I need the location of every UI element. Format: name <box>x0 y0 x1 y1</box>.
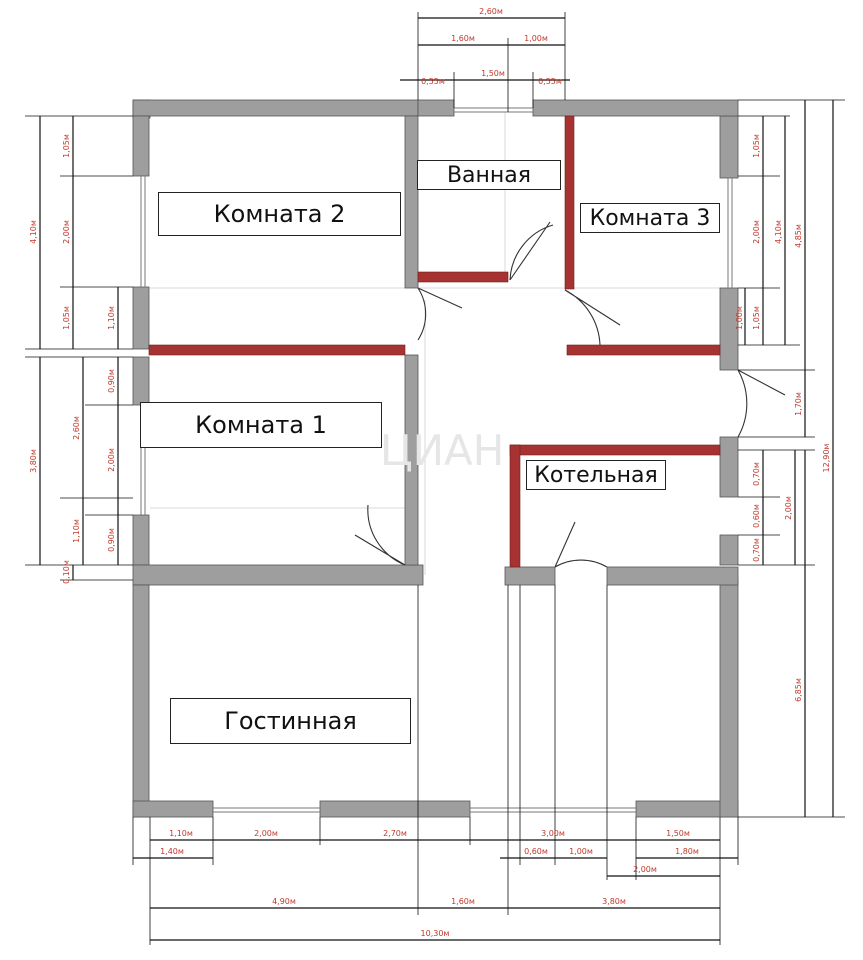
dimension-lines <box>25 12 845 945</box>
dim-left-12: 0,10м <box>62 560 71 584</box>
dim-top-pillar-right: 0,55м <box>538 77 562 86</box>
dim-right-2: 2,00м <box>752 220 761 244</box>
dim-bottom-13: 3,80м <box>602 897 626 906</box>
windows <box>140 107 733 813</box>
dim-top-bath-right: 1,00м <box>524 34 548 43</box>
room-label-room1: Комната 1 <box>140 402 382 448</box>
dim-bottom-9: 1,80м <box>675 847 699 856</box>
dim-right-total: 12,90м <box>822 444 831 473</box>
dim-left-3: 1,10м <box>107 306 116 330</box>
dim-bottom-11: 4,90м <box>272 897 296 906</box>
outer-walls <box>132 99 739 818</box>
room-label-bathroom: Ванная <box>417 160 561 190</box>
room-label-room2: Комната 2 <box>158 192 401 236</box>
dim-bottom-8: 1,00м <box>569 847 593 856</box>
dim-bottom-3: 2,70м <box>383 829 407 838</box>
dim-top-total: 2,60м <box>479 7 503 16</box>
dim-top-pillar-left: 0,55м <box>421 77 445 86</box>
dim-left-5: 1,05м <box>62 306 71 330</box>
dim-bottom-5: 1,50м <box>666 829 690 838</box>
dim-left-10: 1,10м <box>72 519 81 543</box>
dim-bottom-6: 1,40м <box>160 847 184 856</box>
partitions <box>148 115 721 568</box>
dim-right-11: 0,70м <box>752 538 761 562</box>
dim-top-bath: 1,60м <box>451 34 475 43</box>
dim-right-4: 4,85м <box>794 224 803 248</box>
room-label-room3: Комната 3 <box>580 203 720 233</box>
dim-bottom-7: 0,60м <box>524 847 548 856</box>
dim-bottom-total: 10,30м <box>421 929 450 938</box>
dim-left-2: 2,00м <box>62 220 71 244</box>
dim-right-10: 2,00м <box>784 496 793 520</box>
room-label-living: Гостинная <box>170 698 411 744</box>
dim-right-12: 6,85м <box>794 678 803 702</box>
dim-left-6: 0,90м <box>107 369 116 393</box>
dim-right-9: 0,60м <box>752 504 761 528</box>
dim-left-4: 4,10м <box>29 220 38 244</box>
room-label-boiler: Котельная <box>526 460 666 490</box>
dim-left-1: 1,05м <box>62 134 71 158</box>
guide-lines <box>150 112 720 575</box>
dim-right-8: 0,70м <box>752 462 761 486</box>
dim-right-7: 1,70м <box>794 392 803 416</box>
dim-left-7: 2,60м <box>72 416 81 440</box>
dim-left-11: 0,90м <box>107 528 116 552</box>
dim-bottom-12: 1,60м <box>451 897 475 906</box>
dim-bottom-1: 1,10м <box>169 829 193 838</box>
dim-top-window: 1,50м <box>481 69 505 78</box>
dim-left-9: 3,80м <box>29 449 38 473</box>
dim-bottom-4: 3,00м <box>541 829 565 838</box>
dim-right-5: 1,00м <box>735 306 744 330</box>
doors <box>354 221 786 568</box>
dim-left-8: 2,00м <box>107 448 116 472</box>
svg-text:ЦИАН: ЦИАН <box>380 426 504 475</box>
dim-right-3: 4,10м <box>774 220 783 244</box>
dim-bottom-10: 2,00м <box>633 865 657 874</box>
watermark: ЦИАН <box>380 426 504 475</box>
dim-right-1: 1,05м <box>752 134 761 158</box>
dim-right-6: 1,05м <box>752 306 761 330</box>
dim-bottom-2: 2,00м <box>254 829 278 838</box>
dimension-labels: 2,60м 1,60м 1,00м 0,55м 1,50м 0,55м 1,10… <box>29 7 831 938</box>
